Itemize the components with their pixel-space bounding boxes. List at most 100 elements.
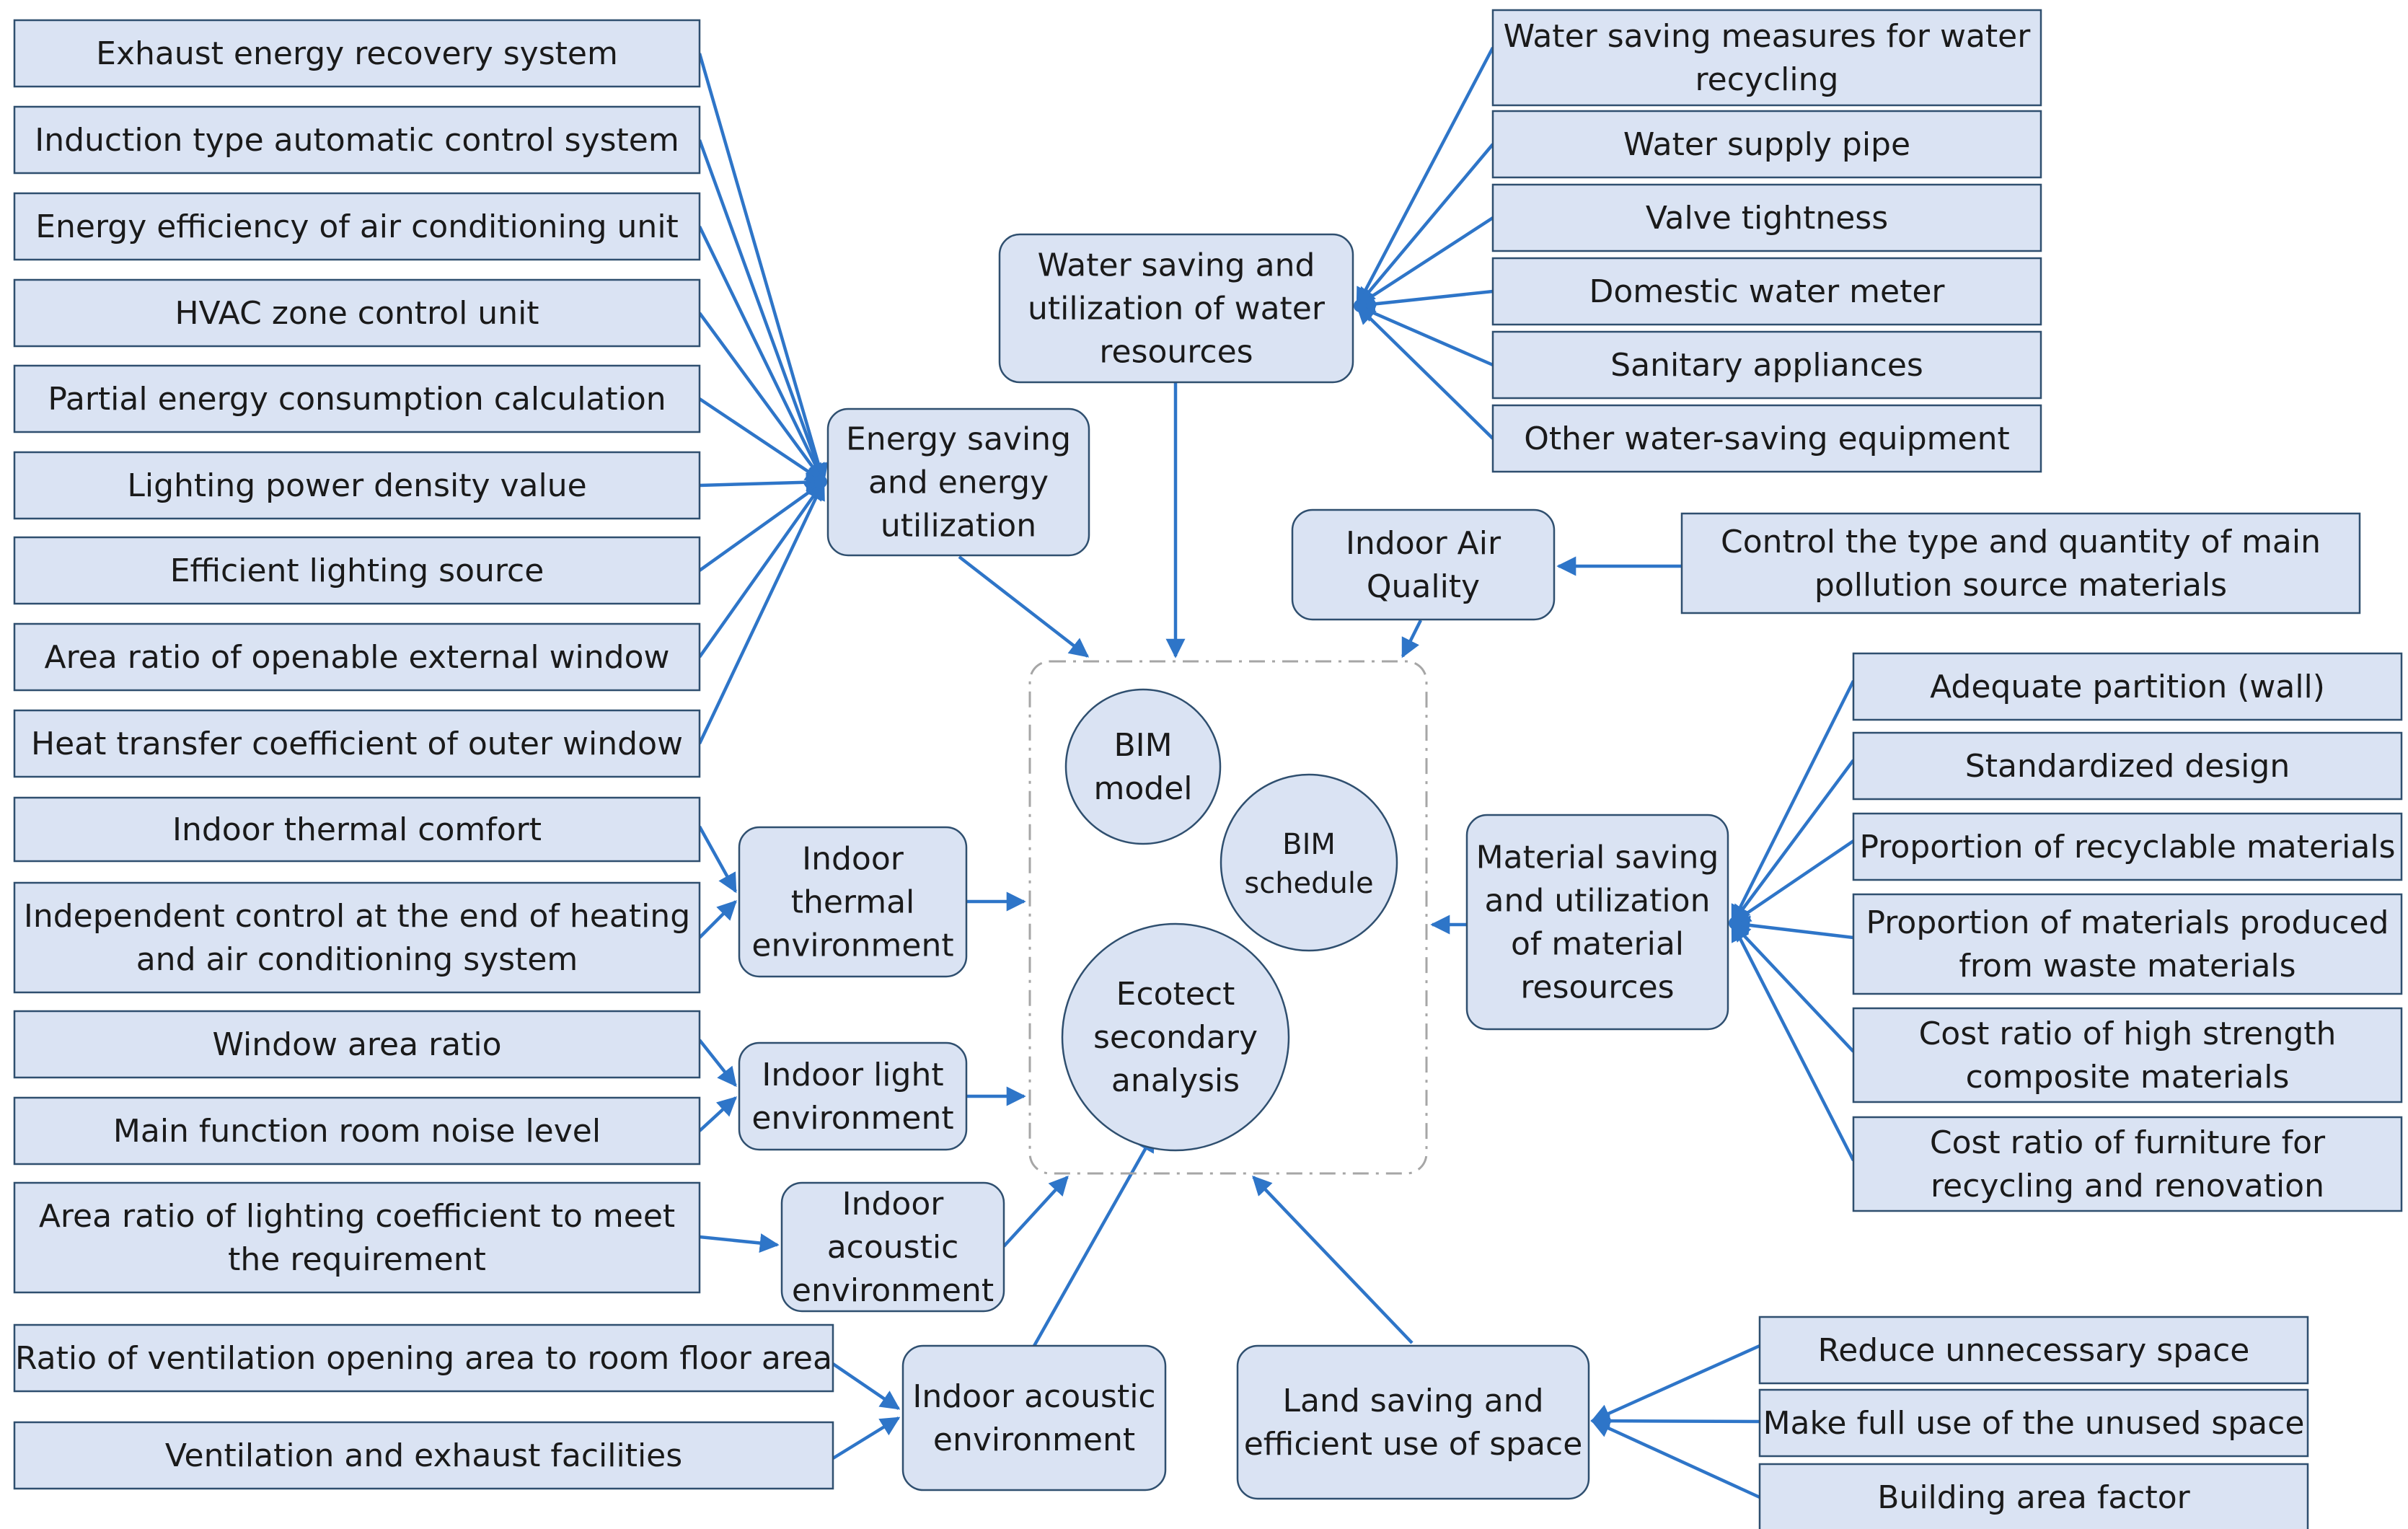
left-item-9-label: Heat transfer coefficient of outer windo… — [31, 726, 683, 762]
left-item-1-label: Exhaust energy recovery system — [96, 35, 618, 72]
water-saving-hub-label-line: Water saving and — [1038, 247, 1315, 284]
indoor-thermal-hub-label-line: environment — [751, 927, 953, 964]
left-item-1-shape — [13, 19, 701, 88]
water-item-5-shape — [1491, 330, 2042, 400]
water-item-1-shape — [1491, 9, 2042, 107]
material-connector-4 — [1730, 915, 1854, 940]
indoor-acoustic-hub-lower-label-line: environment — [933, 1422, 1135, 1458]
material-item-1: Adequate partition (wall) — [1852, 652, 2403, 721]
energy-saving-hub-shape — [826, 407, 1090, 557]
water-item-3-shape — [1491, 183, 2042, 252]
water-item-2-label: Water supply pipe — [1623, 126, 1910, 163]
material-connector-1 — [1730, 679, 1856, 925]
indoor-thermal-hub-shape — [738, 826, 968, 978]
indoor-thermal-hub-label-line: thermal — [791, 884, 915, 921]
left-item-14-label: Area ratio of lighting coefficient to me… — [39, 1198, 675, 1278]
left-item-14: Area ratio of lighting coefficient to me… — [13, 1181, 701, 1294]
water-item-6-shape — [1491, 404, 2042, 473]
land-to-center — [1252, 1176, 1414, 1344]
left-item-2-label: Induction type automatic control system — [35, 122, 679, 159]
left-item-5-shape — [13, 364, 701, 433]
pollution-source-item-label-line: pollution source materials — [1814, 567, 2227, 604]
bim-schedule-node-shape — [1220, 773, 1398, 952]
material-connector-3 — [1730, 840, 1855, 925]
acoustic-lower-connector-1 — [832, 1362, 901, 1410]
acoustic-upper-connector — [699, 1233, 780, 1253]
left-item-7-label-line: Efficient lighting source — [170, 552, 544, 589]
light-connector-2 — [698, 1096, 737, 1132]
indoor-thermal-hub-label-line: Indoor — [802, 841, 904, 878]
water-item-1-label-line: recycling — [1695, 61, 1839, 98]
water-item-4-shape — [1491, 257, 2042, 326]
water-item-1-label-line: Water saving measures for water — [1504, 18, 2032, 55]
water-item-1-label: Water saving measures for water recycling — [1504, 18, 2032, 98]
ventilation-facilities-item-label: Ventilation and exhaust facilities — [165, 1437, 682, 1474]
space-item-2-shape — [1758, 1388, 2309, 1458]
acoustic-lower-connector-2 — [832, 1416, 901, 1460]
land-saving-hub-label-line: efficient use of space — [1244, 1426, 1583, 1463]
left-item-2: Induction type automatic control system — [13, 105, 701, 175]
left-item-12-label: Window area ratio — [212, 1026, 501, 1063]
water-saving-hub-label-line: utilization of water — [1028, 291, 1326, 327]
ecotect-analysis-node-label-line: analysis — [1111, 1062, 1240, 1099]
space-item-3-shape — [1758, 1463, 2309, 1529]
material-saving-hub-label-line: resources — [1520, 969, 1674, 1006]
left-item-2-shape — [13, 105, 701, 175]
water-item-2-shape — [1491, 110, 2042, 179]
left-item-11-label: Independent control at the end of heatin… — [24, 898, 690, 978]
material-item-1-shape — [1852, 652, 2403, 721]
indoor-air-quality-hub-label-line: Quality — [1367, 568, 1480, 605]
material-item-1-label: Adequate partition (wall) — [1930, 669, 2325, 705]
water-connector-6 — [1356, 304, 1494, 440]
acoustic-upper-to-center — [1002, 1176, 1069, 1248]
left-item-13-label-line: Main function room noise level — [113, 1113, 601, 1150]
energy-junction-dot — [814, 475, 827, 488]
energy-saving-hub-label-line: utilization — [881, 508, 1036, 545]
bim-model-node-label-line: model — [1093, 770, 1192, 807]
left-item-9: Heat transfer coefficient of outer windo… — [13, 709, 701, 778]
pollution-source-item-shape — [1680, 512, 2361, 614]
energy-connector-5 — [698, 397, 826, 483]
material-item-3-label: Proportion of recyclable materials — [1860, 829, 2396, 865]
ventilation-ratio-item-label: Ratio of ventilation opening area to roo… — [15, 1340, 832, 1377]
left-item-13-label: Main function room noise level — [113, 1113, 601, 1150]
left-item-7-shape — [13, 536, 701, 605]
left-item-5-label-line: Partial energy consumption calculation — [48, 381, 666, 418]
land-saving-hub-label-line: Land saving and — [1282, 1383, 1543, 1419]
material-saving-hub-label-line: of material — [1511, 926, 1684, 963]
material-item-2-label-line: Standardized design — [1965, 748, 2290, 785]
left-item-11-label-line: and air conditioning system — [136, 941, 578, 978]
material-item-3: Proportion of recyclable materials — [1852, 812, 2403, 881]
left-item-7-label: Efficient lighting source — [170, 552, 544, 589]
ecotect-analysis-node-label-line: secondary — [1093, 1019, 1258, 1056]
left-item-5: Partial energy consumption calculation — [13, 364, 701, 433]
water-connector-4 — [1355, 289, 1494, 314]
water-item-2-label-line: Water supply pipe — [1623, 126, 1910, 163]
water-item-3-label: Valve tightness — [1646, 200, 1888, 237]
space-item-1-shape — [1758, 1316, 2309, 1385]
water-item-2: Water supply pipe — [1491, 110, 2042, 179]
material-item-4-label-line: Proportion of materials produced — [1866, 904, 2389, 941]
material-item-6-shape — [1852, 1116, 2403, 1212]
left-item-4: HVAC zone control unit — [13, 278, 701, 348]
ventilation-ratio-item-label-line: Ratio of ventilation opening area to roo… — [15, 1340, 832, 1377]
energy-connector-2 — [697, 139, 827, 484]
left-item-6-label-line: Lighting power density value — [127, 467, 586, 504]
ventilation-facilities-item: Ventilation and exhaust facilities — [13, 1421, 834, 1490]
left-item-3-label: Energy efficiency of air conditioning un… — [35, 208, 679, 245]
left-item-13: Main function room noise level — [13, 1096, 701, 1166]
space-item-1: Reduce unnecessary space — [1758, 1316, 2309, 1385]
